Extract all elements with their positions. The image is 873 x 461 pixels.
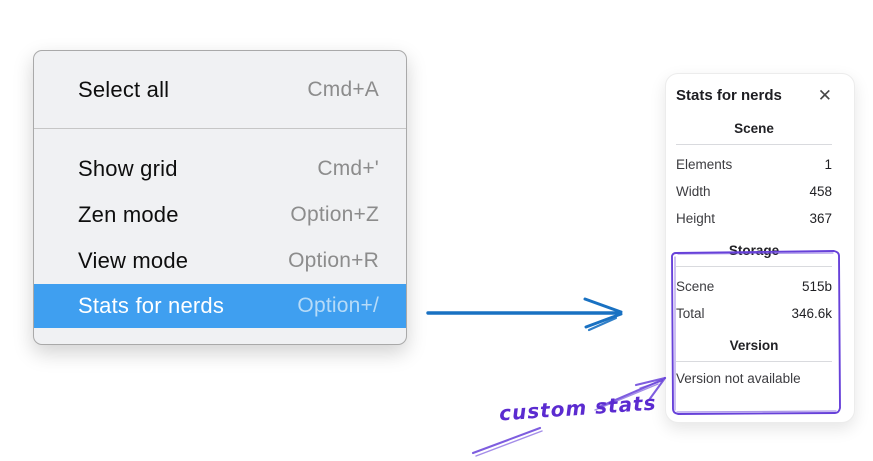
section-heading-storage: Storage: [728, 243, 780, 258]
menu-item-label: Select all: [78, 76, 170, 102]
divider: [676, 144, 832, 145]
stat-value: 515b: [801, 279, 832, 294]
section-heading-version: Version: [729, 338, 779, 353]
stat-value: 367: [809, 211, 832, 226]
menu-item-stats-for-nerds[interactable]: Stats for nerds Option+/: [34, 284, 406, 328]
stats-panel: Stats for nerds ✕ Scene Elements 1 Width…: [665, 73, 855, 423]
section-heading-scene: Scene: [734, 121, 774, 136]
menu-item-select-all[interactable]: Select all Cmd+A: [34, 67, 406, 113]
menu-item-label: Show grid: [78, 156, 178, 181]
flow-arrow: [426, 297, 623, 332]
stat-label: Elements: [676, 157, 733, 172]
stat-row-height: Height 367: [676, 211, 832, 226]
menu-item-show-grid[interactable]: Show grid Cmd+': [34, 146, 406, 192]
stat-row-width: Width 458: [676, 184, 832, 199]
version-note: Version not available: [676, 371, 801, 386]
close-icon[interactable]: ✕: [817, 86, 832, 105]
menu-section-top: Select all Cmd+A: [34, 51, 406, 128]
menu-item-label: Stats for nerds: [78, 293, 225, 318]
stat-row-scene-storage: Scene 515b: [676, 279, 832, 294]
stat-value: 346.6k: [791, 306, 832, 321]
context-menu: Select all Cmd+A Show grid Cmd+' Zen mod…: [33, 50, 407, 345]
menu-item-shortcut: Option+Z: [290, 203, 379, 226]
annotation-label: custom stats: [498, 390, 658, 426]
stats-panel-header: Stats for nerds ✕: [676, 87, 832, 104]
menu-divider: [34, 128, 406, 129]
stat-label: Height: [676, 211, 716, 226]
divider: [676, 266, 832, 267]
menu-item-shortcut: Cmd+': [317, 157, 379, 180]
menu-item-shortcut: Cmd+A: [307, 77, 379, 101]
stat-label: Total: [676, 306, 705, 321]
menu-section-bottom: Show grid Cmd+' Zen mode Option+Z View m…: [34, 129, 406, 341]
stat-label: Scene: [676, 279, 715, 294]
menu-item-shortcut: Option+R: [288, 249, 379, 272]
stat-label: Width: [676, 184, 711, 199]
stats-panel-title: Stats for nerds: [676, 87, 782, 104]
stat-value: 458: [809, 184, 832, 199]
menu-item-label: Zen mode: [78, 202, 179, 227]
menu-item-shortcut: Option+/: [297, 294, 379, 317]
stat-row-total-storage: Total 346.6k: [676, 306, 832, 321]
menu-item-label: View mode: [78, 248, 189, 273]
menu-item-zen-mode[interactable]: Zen mode Option+Z: [34, 192, 406, 238]
divider: [676, 361, 832, 362]
stat-row-elements: Elements 1: [676, 157, 832, 172]
stat-value: 1: [824, 157, 832, 172]
menu-item-view-mode[interactable]: View mode Option+R: [34, 238, 406, 284]
